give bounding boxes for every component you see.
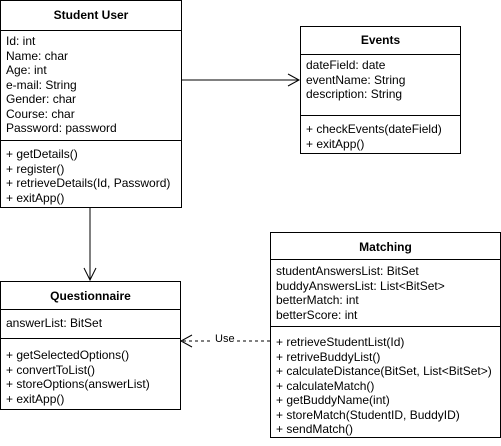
attribute: studentAnswersList: BitSet — [276, 264, 419, 278]
operation: + storeMatch(StudentID, BuddyID) — [276, 407, 460, 422]
attribute: e-mail: String — [6, 77, 77, 92]
arrowhead-questionnaire — [83, 267, 97, 282]
operation: + exitApp() — [306, 136, 365, 151]
operations-section: + getSelectedOptions() + convertToList()… — [1, 338, 180, 406]
attribute: Name: char — [6, 48, 69, 63]
attribute: dateField: date — [306, 58, 386, 72]
attribute: Age: int — [6, 63, 47, 77]
arrowhead-events — [287, 73, 301, 87]
class-matching[interactable]: Matching studentAnswersList: BitSet budd… — [270, 232, 501, 438]
operation: + exitApp() — [6, 391, 65, 406]
operation: + sendMatch() — [276, 422, 354, 436]
attributes-section: Id: int Name: char Age: int e-mail: Stri… — [1, 31, 181, 140]
operations-section: + getDetails() + register() + retrieveDe… — [1, 140, 181, 205]
attribute: eventName: String — [306, 72, 406, 87]
attributes-section: answerList: BitSet — [1, 310, 180, 338]
attributes-section: dateField: date eventName: String descri… — [301, 55, 460, 115]
operations-section: + checkEvents(dateField) + exitApp() — [301, 115, 460, 151]
operation: + exitApp() — [6, 190, 65, 205]
operations-section: + retrieveStudentList(Id) + retriveBuddy… — [271, 326, 500, 437]
class-name: Events — [301, 27, 460, 55]
class-questionnaire[interactable]: Questionnaire answerList: BitSet + getSe… — [0, 281, 181, 410]
operation: + convertToList() — [6, 362, 96, 377]
use-label: Use — [213, 333, 237, 345]
operation: + checkEvents(dateField) — [306, 122, 442, 136]
class-name: Matching — [271, 233, 500, 260]
operation: + getBuddyName(int) — [276, 393, 390, 407]
operation: + storeOptions(answerList) — [6, 377, 150, 391]
operation: + retrieveDetails(Id, Password) — [6, 176, 171, 190]
attribute: betterMatch: int — [276, 293, 359, 307]
attribute: Password: password — [6, 121, 117, 135]
class-name: Questionnaire — [1, 282, 180, 310]
operation: + calculateDistance(BitSet, List<BitSet>… — [276, 364, 492, 378]
attribute: Course: char — [6, 106, 75, 121]
operation: + register() — [6, 161, 65, 176]
attribute: betterScore: int — [276, 307, 358, 322]
operation: + retrieveStudentList(Id) — [276, 335, 405, 349]
attributes-section: studentAnswersList: BitSet buddyAnswersL… — [271, 260, 500, 326]
operation: + calculateMatch() — [276, 378, 375, 393]
attribute: Gender: char — [6, 92, 77, 106]
operation: + getDetails() — [6, 147, 78, 161]
operation: + getSelectedOptions() — [6, 348, 130, 362]
class-student-user[interactable]: Student User Id: int Name: char Age: int… — [0, 0, 182, 208]
attribute: answerList: BitSet — [6, 316, 103, 330]
class-events[interactable]: Events dateField: date eventName: String… — [300, 26, 461, 154]
attribute: Id: int — [6, 34, 36, 48]
attribute: buddyAnswersList: List<BitSet> — [276, 278, 445, 293]
attribute: description: String — [306, 87, 403, 101]
arrowhead-dependency — [179, 334, 193, 348]
class-name: Student User — [1, 1, 181, 31]
operation: + retriveBuddyList() — [276, 349, 381, 364]
